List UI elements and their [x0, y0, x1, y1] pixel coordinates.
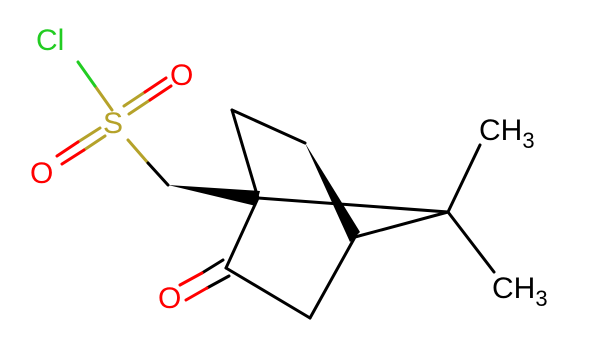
bond-c1-c6	[230, 108, 260, 200]
atom-sulfur: S	[103, 107, 123, 140]
bond-s-o-bottom-2b	[60, 148, 86, 166]
bond-c2-o-2b	[184, 286, 209, 302]
bond-s-o-top-1b	[143, 76, 168, 94]
atom-chlorine: Cl	[36, 24, 64, 57]
bond-c2-o-1	[200, 258, 225, 275]
wedge-bond-c1-ch2	[168, 185, 260, 206]
methyl-top-ch: CH	[479, 114, 522, 147]
bond-c7-methyl-top	[446, 143, 482, 214]
methyl-bottom-subscript: 3	[535, 286, 547, 311]
bond-c7-methyl-bottom	[446, 210, 496, 274]
bond-s-o-top-1	[122, 90, 147, 108]
bond-s-o-top-2b	[148, 84, 173, 102]
bond-c6-c5	[230, 108, 307, 145]
atom-oxygen-sulfonyl-top: O	[170, 59, 193, 92]
bond-s-cl-cl-half	[76, 60, 97, 88]
bond-s-cl	[93, 84, 114, 112]
bond-c1-c2	[224, 196, 260, 270]
bond-s-o-bottom-1b	[55, 140, 80, 158]
bond-s-ch2-b	[146, 161, 170, 187]
bond-s-o-bottom-2	[82, 134, 107, 152]
wedge-bond-c5-c4	[305, 143, 360, 242]
bond-c3-c4	[308, 235, 357, 320]
bond-c4-c7	[353, 210, 450, 239]
atom-oxygen-sulfonyl-bottom: O	[30, 157, 53, 190]
bond-c2-c3	[224, 266, 312, 320]
bond-c2-o-2	[205, 274, 231, 290]
methyl-bottom-ch: CH	[492, 272, 535, 305]
bond-c2-o-1b	[178, 271, 204, 287]
bond-s-ch2	[126, 138, 150, 165]
methyl-top-label: CH3	[479, 114, 535, 153]
bond-s-o-top-2	[127, 98, 152, 116]
atom-oxygen-ketone: O	[158, 282, 181, 315]
methyl-bottom-label: CH3	[492, 272, 548, 311]
bond-s-o-bottom-1	[76, 126, 102, 144]
bond-c1-c7	[256, 196, 450, 214]
methyl-top-subscript: 3	[522, 128, 534, 153]
